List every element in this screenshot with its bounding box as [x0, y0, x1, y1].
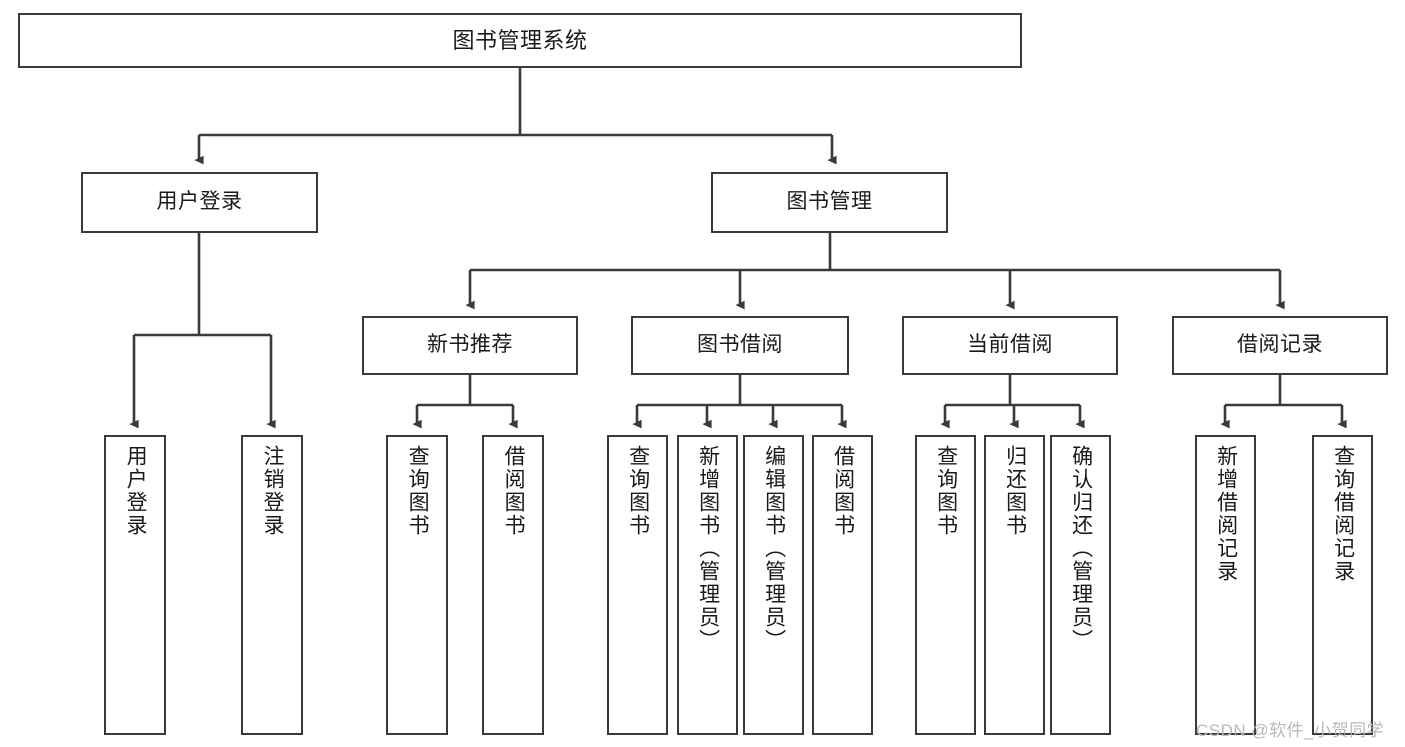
node-label: 图书管理	[786, 190, 873, 214]
node-label: 当前借阅	[967, 333, 1053, 357]
node-label: 查询图书	[934, 445, 958, 537]
node-label: 用户登录	[156, 190, 243, 214]
node-label: 借阅图书	[831, 445, 855, 537]
leaf-current-return-book[interactable]: 归还图书	[984, 435, 1045, 735]
node-book-borrow[interactable]: 图书借阅	[631, 316, 849, 375]
leaf-borrow-query-book[interactable]: 查询图书	[607, 435, 668, 735]
node-current-borrow[interactable]: 当前借阅	[902, 316, 1118, 375]
node-label: 借阅记录	[1237, 333, 1323, 357]
leaf-borrow-borrow-book[interactable]: 借阅图书	[812, 435, 873, 735]
node-root-library-management-system[interactable]: 图书管理系统	[18, 13, 1022, 68]
leaf-recommend-query-book[interactable]: 查询图书	[386, 435, 448, 735]
leaf-user-logout[interactable]: 注销登录	[241, 435, 303, 735]
leaf-recommend-borrow-book[interactable]: 借阅图书	[482, 435, 544, 735]
node-label: 图书借阅	[697, 333, 783, 357]
leaf-record-add-borrow-record[interactable]: 新增借阅记录	[1195, 435, 1256, 735]
node-label: 查询借阅记录	[1331, 445, 1355, 583]
node-label: 查询图书	[626, 445, 650, 537]
node-label: 借阅图书	[502, 445, 526, 537]
leaf-record-query-borrow-record[interactable]: 查询借阅记录	[1312, 435, 1373, 735]
node-book-management[interactable]: 图书管理	[711, 172, 948, 233]
leaf-borrow-edit-book-admin[interactable]: 编辑图书（管理员）	[743, 435, 804, 735]
leaf-current-query-book[interactable]: 查询图书	[915, 435, 976, 735]
node-label: 确认归还（管理员）	[1069, 445, 1093, 652]
leaf-current-confirm-return-admin[interactable]: 确认归还（管理员）	[1050, 435, 1111, 735]
node-label: 查询图书	[406, 445, 430, 537]
leaf-user-login[interactable]: 用户登录	[104, 435, 166, 735]
node-label: 注销登录	[261, 445, 285, 537]
node-label: 新书推荐	[427, 333, 513, 357]
node-label: 新增图书（管理员）	[696, 445, 720, 652]
leaf-borrow-add-book-admin[interactable]: 新增图书（管理员）	[677, 435, 738, 735]
node-label: 图书管理系统	[452, 27, 588, 53]
node-label: 用户登录	[124, 445, 148, 537]
node-borrow-record[interactable]: 借阅记录	[1172, 316, 1388, 375]
node-label: 编辑图书（管理员）	[762, 445, 786, 652]
node-new-book-recommend[interactable]: 新书推荐	[362, 316, 578, 375]
node-label: 归还图书	[1003, 445, 1027, 537]
csdn-watermark: CSDN @软件_小贺同学	[1196, 721, 1385, 740]
node-user-login[interactable]: 用户登录	[81, 172, 318, 233]
node-label: 新增借阅记录	[1214, 445, 1238, 583]
